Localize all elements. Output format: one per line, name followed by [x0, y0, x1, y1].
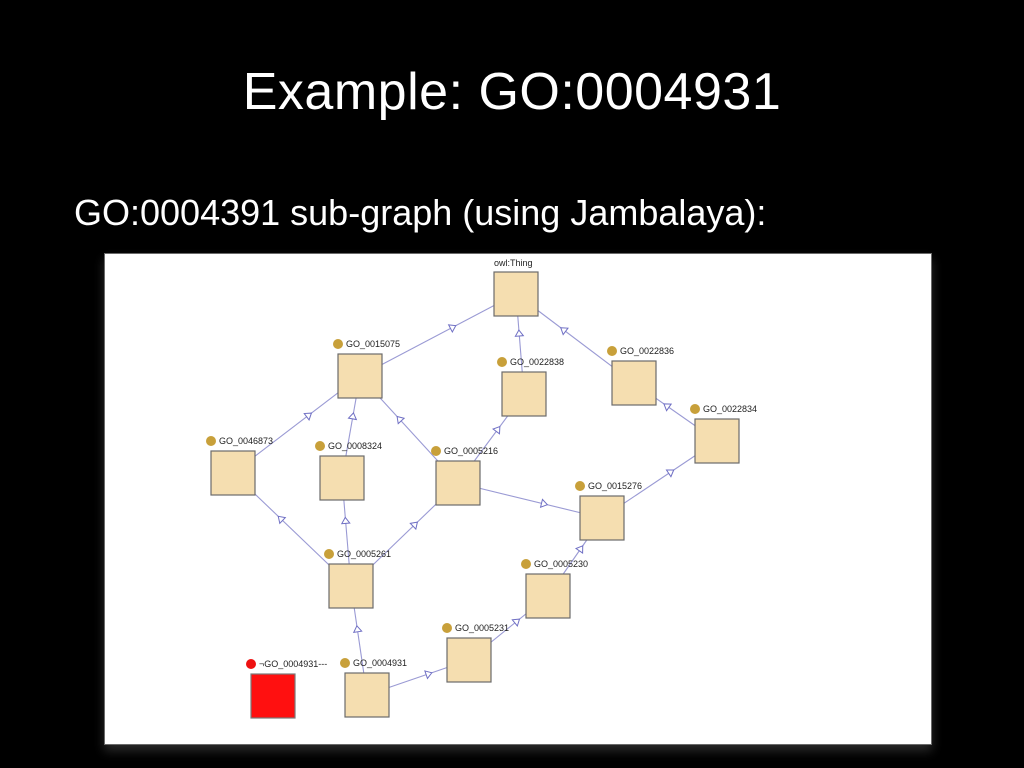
node-box[interactable]	[694, 418, 740, 464]
graph-node-n04931[interactable]: GO_0004931	[340, 658, 407, 718]
class-dot-icon	[340, 658, 350, 668]
node-label: GO_0015075	[346, 339, 400, 349]
node-label: GO_0005230	[534, 559, 588, 569]
class-dot-icon	[431, 446, 441, 456]
node-label: ¬GO_0004931---	[259, 659, 327, 669]
node-label: GO_0022834	[703, 404, 757, 414]
node-label: GO_0008324	[328, 441, 382, 451]
edge-arrowhead	[409, 521, 419, 531]
node-label: GO_0005231	[455, 623, 509, 633]
graph-node-n05230[interactable]: GO_0005230	[521, 559, 588, 619]
edge-arrowhead	[665, 469, 675, 478]
edge-arrowhead	[560, 327, 569, 336]
node-box[interactable]	[435, 460, 481, 506]
node-box[interactable]	[319, 455, 365, 501]
node-box[interactable]	[344, 672, 390, 718]
class-dot-icon	[607, 346, 617, 356]
node-box[interactable]	[446, 637, 492, 683]
class-dot-icon	[315, 441, 325, 451]
class-dot-icon	[206, 436, 216, 446]
class-dot-icon	[497, 357, 507, 367]
node-label: GO_0022838	[510, 357, 564, 367]
edge-arrowhead	[539, 498, 549, 508]
graph-node-n22836[interactable]: GO_0022836	[607, 346, 674, 406]
node-label: GO_0046873	[219, 436, 273, 446]
node-label: GO_0022836	[620, 346, 674, 356]
graph-node-n05261[interactable]: GO_0005261	[324, 549, 391, 609]
edge-arrowhead	[663, 403, 673, 412]
edge-arrowhead	[340, 516, 351, 525]
edge-arrowhead	[396, 415, 406, 425]
node-box[interactable]	[579, 495, 625, 541]
node-box[interactable]	[493, 271, 539, 317]
class-dot-icon	[333, 339, 343, 349]
node-box[interactable]	[611, 360, 657, 406]
graph-node-n22838[interactable]: GO_0022838	[497, 357, 564, 417]
edge-arrowhead	[303, 412, 313, 421]
node-box[interactable]	[525, 573, 571, 619]
edge-arrowhead	[352, 624, 363, 633]
red-class-dot-icon	[246, 659, 256, 669]
node-box[interactable]	[328, 563, 374, 609]
graph-node-n05231[interactable]: GO_0005231	[442, 623, 509, 683]
node-label: GO_0004931	[353, 658, 407, 668]
edge-n15075-to-thing	[359, 293, 517, 377]
node-box[interactable]	[501, 371, 547, 417]
graph-node-n08324[interactable]: GO_0008324	[315, 441, 382, 501]
class-dot-icon	[521, 559, 531, 569]
node-box[interactable]	[337, 353, 383, 399]
edge-arrowhead	[424, 670, 433, 680]
class-dot-icon	[690, 404, 700, 414]
class-dot-icon	[442, 623, 452, 633]
graph-node-thing[interactable]: owl:Thing	[493, 258, 539, 317]
edge-arrowhead	[277, 515, 287, 525]
edge-arrowhead	[447, 324, 457, 334]
graph-node-n46873[interactable]: GO_0046873	[206, 436, 273, 496]
slide-title: Example: GO:0004931	[242, 63, 782, 121]
slide-subtitle: GO:0004391 sub-graph (using Jambalaya):	[74, 192, 767, 233]
class-dot-icon	[575, 481, 585, 491]
edge-n05216-to-n15276	[457, 482, 603, 519]
graph-node-neg04931[interactable]: ¬GO_0004931---	[246, 659, 327, 719]
edge-arrowhead	[347, 412, 358, 421]
node-box[interactable]	[210, 450, 256, 496]
node-label: GO_0005261	[337, 549, 391, 559]
node-label: GO_0015276	[588, 481, 642, 491]
graph-node-n15075[interactable]: GO_0015075	[333, 339, 400, 399]
edge-arrowhead	[574, 545, 584, 554]
node-label: GO_0005216	[444, 446, 498, 456]
node-label: owl:Thing	[494, 258, 533, 268]
graph-node-n15276[interactable]: GO_0015276	[575, 481, 642, 541]
graph-node-n05216[interactable]: GO_0005216	[431, 446, 498, 506]
graph-node-n22834[interactable]: GO_0022834	[690, 404, 757, 464]
class-dot-icon	[324, 549, 334, 559]
edge-arrowhead	[492, 425, 501, 435]
edge-arrowhead	[514, 329, 525, 337]
node-box[interactable]	[250, 673, 296, 719]
edge-arrowhead	[511, 618, 521, 628]
